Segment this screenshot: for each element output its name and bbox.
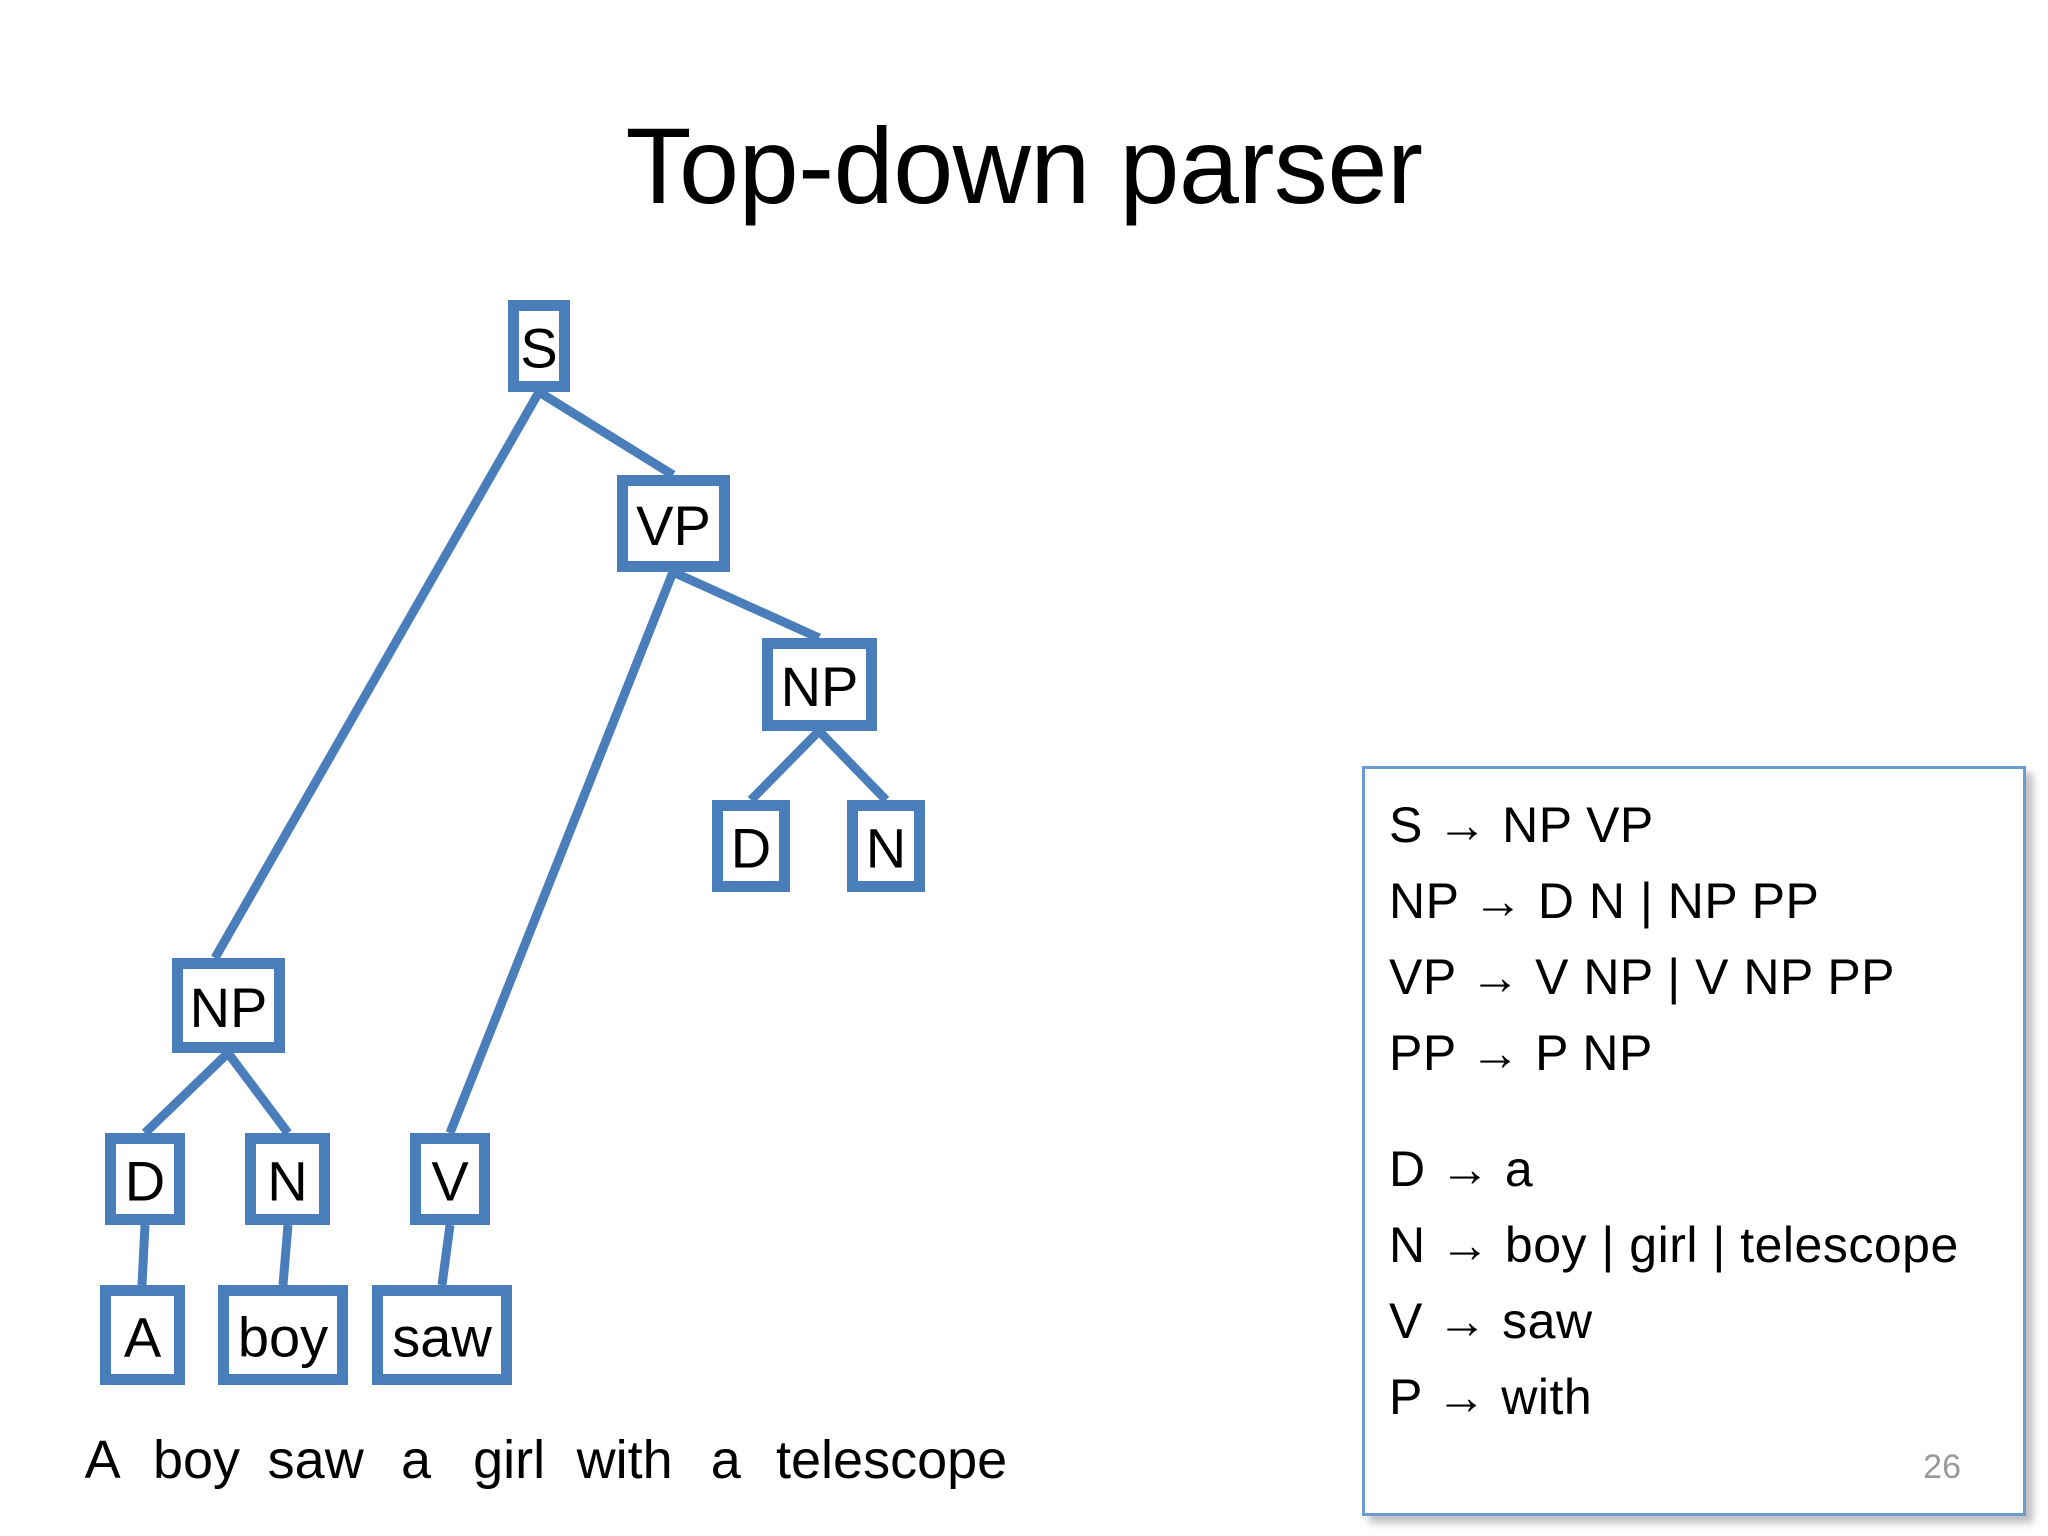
- tree-node-label: N: [866, 817, 906, 880]
- tree-node-box: [847, 800, 925, 892]
- page-number: 26: [1923, 1448, 1961, 1486]
- tree-node-w_a[interactable]: A: [100, 1285, 185, 1385]
- tree-node-label: S: [520, 317, 557, 380]
- grammar-rule: PP → P NP: [1389, 1025, 1653, 1081]
- tree-node-w_boy[interactable]: boy: [218, 1285, 348, 1385]
- tree-node-label: D: [731, 817, 771, 880]
- tree-node-V[interactable]: V: [410, 1133, 490, 1225]
- tree-edge-NP_sub-N_sub: [224, 1050, 292, 1136]
- tree-edge-S-NP_sub: [211, 389, 543, 961]
- tree-node-label: V: [431, 1150, 469, 1213]
- grammar-rule: NP → D N | NP PP: [1389, 873, 1820, 929]
- tree-edge-VP-NP_obj: [671, 567, 821, 643]
- sentence-word: girl: [473, 1430, 546, 1490]
- tree-node-box: [617, 475, 730, 572]
- tree-node-N_obj[interactable]: N: [847, 800, 925, 892]
- tree-node-w_saw[interactable]: saw: [372, 1285, 512, 1385]
- tree-edge-S-VP: [536, 388, 676, 479]
- tree-node-box: [762, 638, 877, 731]
- tree-node-box: [105, 1133, 185, 1225]
- tree-edge-NP_obj-N_obj: [815, 727, 890, 804]
- tree-edge-D_sub-w_a: [137, 1224, 150, 1286]
- grammar-rule: V → saw: [1389, 1293, 1593, 1349]
- tree-node-label: N: [267, 1150, 307, 1213]
- tree-node-box: [712, 800, 790, 892]
- tree-node-label: saw: [392, 1306, 492, 1369]
- grammar-rule: VP → V NP | V NP PP: [1389, 949, 1896, 1005]
- tree-node-D_obj[interactable]: D: [712, 800, 790, 892]
- tree-node-D_sub[interactable]: D: [105, 1133, 185, 1225]
- tree-node-box: [245, 1133, 330, 1225]
- tree-node-box: [100, 1285, 185, 1385]
- tree-edge-VP-V: [445, 570, 678, 1135]
- tree-node-S[interactable]: S: [508, 300, 570, 392]
- tree-node-label: NP: [781, 655, 859, 718]
- tree-node-box: [172, 958, 285, 1053]
- grammar-rule: P → with: [1389, 1369, 1593, 1425]
- tree-node-label: NP: [190, 976, 268, 1039]
- tree-node-label: D: [125, 1150, 165, 1213]
- page-title: Top-down parser: [625, 105, 1423, 226]
- tree-edge-NP_obj-D_obj: [747, 727, 823, 804]
- tree-node-box: [372, 1285, 512, 1385]
- grammar-rule: D → a: [1389, 1141, 1534, 1197]
- tree-node-label: A: [124, 1306, 162, 1369]
- tree-edge-NP_sub-D_sub: [141, 1049, 232, 1137]
- sentence-word: a: [710, 1430, 741, 1490]
- sentence-word: a: [400, 1430, 432, 1490]
- sentence-word: boy: [152, 1430, 241, 1490]
- tree-node-box: [508, 300, 570, 392]
- tree-edge-group: [137, 388, 890, 1286]
- tree-edge-V-w_saw: [437, 1224, 455, 1286]
- tree-node-box: [410, 1133, 490, 1225]
- tree-node-label: boy: [238, 1306, 328, 1369]
- grammar-rule: S → NP VP: [1389, 797, 1654, 853]
- grammar-rule-spacer: [1389, 1091, 2023, 1131]
- sentence-word: saw: [267, 1430, 364, 1490]
- tree-node-VP[interactable]: VP: [617, 475, 730, 572]
- tree-node-N_sub[interactable]: N: [245, 1133, 330, 1225]
- tree-node-NP_obj[interactable]: NP: [762, 638, 877, 731]
- sentence-word: A: [84, 1430, 121, 1490]
- grammar-rule: N → boy | girl | telescope: [1389, 1217, 1959, 1273]
- tree-node-NP_sub[interactable]: NP: [172, 958, 285, 1053]
- tree-node-label: VP: [636, 494, 711, 557]
- sentence-word: with: [576, 1430, 673, 1490]
- grammar-rule-list: S → NP VP NP → D N | NP PP VP → V NP | V N…: [1389, 787, 2023, 1435]
- tree-node-box: [218, 1285, 348, 1385]
- grammar-panel: S → NP VP NP → D N | NP PP VP → V NP | V N…: [1362, 766, 2026, 1516]
- tree-edge-N_sub-w_boy: [278, 1224, 293, 1286]
- sentence-word: telescope: [776, 1430, 1008, 1490]
